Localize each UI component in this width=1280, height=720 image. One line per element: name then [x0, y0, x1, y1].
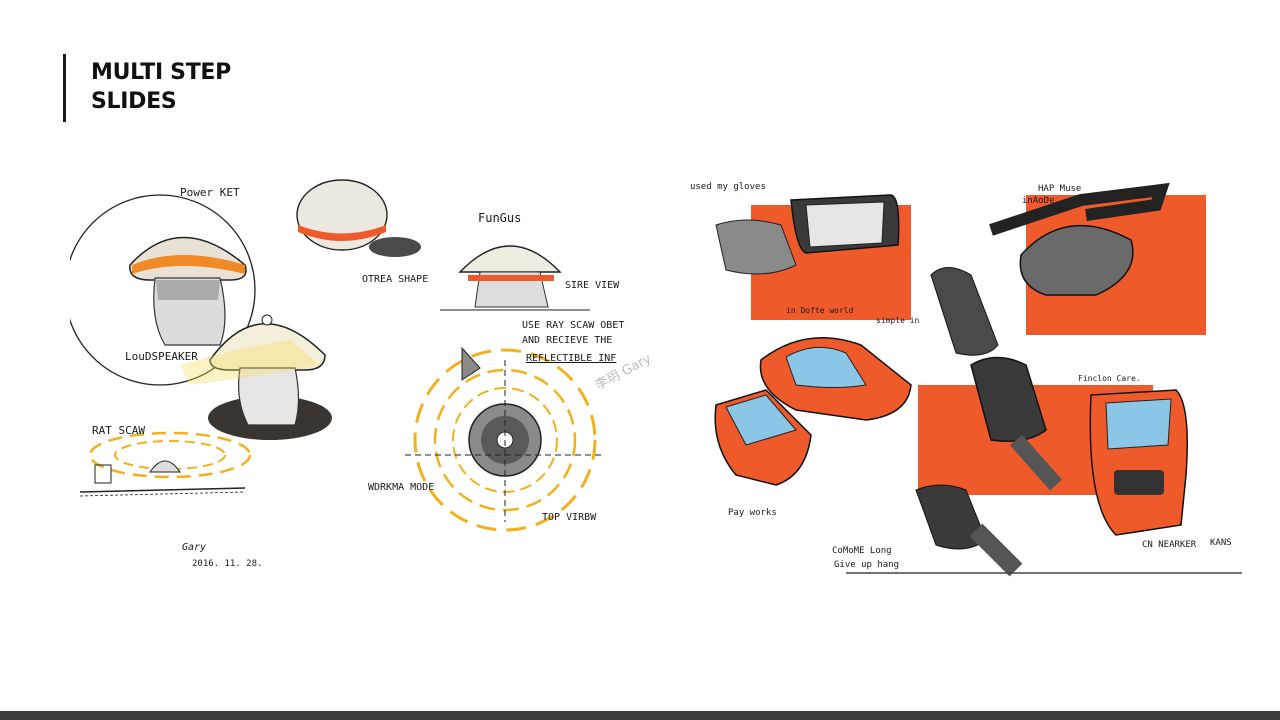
label-function-care: Finclon Care. — [1078, 374, 1141, 383]
slide-title-line-2: SLIDES — [91, 89, 177, 114]
label-kans: KANS — [1210, 538, 1232, 548]
handheld-device-concept-sketch: used my gloves HAP Muse inAoDe. in Dofte… — [686, 145, 1242, 577]
label-power-key: Power KET — [180, 186, 240, 199]
top-view-rings — [405, 346, 605, 532]
device-with-strap-top-right — [989, 182, 1170, 296]
orange-device-right — [1089, 389, 1188, 536]
label-and-receive: AND RECIEVE THE — [522, 335, 612, 346]
label-hap-muse: HAP Muse — [1038, 184, 1081, 194]
label-simple-in: simple in — [876, 316, 920, 325]
title-accent-bar — [63, 54, 66, 122]
speaker-concept-sketch: Power KET FunGus OTREA SHAPE SIRE VIEW U… — [70, 179, 654, 569]
orange-device-small — [714, 389, 812, 486]
slide-title: MULTI STEP SLIDES — [91, 58, 391, 116]
fungus-side-view — [440, 245, 590, 311]
label-top-view: TOP VIRBW — [542, 512, 597, 523]
label-side-view: SIRE VIEW — [565, 280, 620, 291]
slide-title-line-1: MULTI STEP — [91, 60, 231, 85]
label-come-long: CoMoME Long — [832, 546, 892, 556]
label-reflectible: REFLECTIBLE INF — [526, 353, 616, 364]
label-rat-scaw: RAT SCAW — [92, 424, 145, 437]
center-device-vertical — [930, 267, 1062, 491]
bottom-device-handle — [915, 484, 1023, 577]
footer-bar — [0, 711, 1280, 720]
gloved-hand-device — [715, 194, 900, 275]
rat-scaw-scene — [79, 431, 252, 497]
mushroom-speaker-small — [208, 314, 332, 440]
label-used-my-gloves: used my gloves — [690, 182, 766, 192]
otrea-shape-ball — [296, 179, 421, 257]
label-in-dofte-world: in Dofte world — [786, 306, 854, 315]
label-working-mode: WDRKMA MODE — [368, 482, 434, 493]
sketch-signature: Gary — [182, 542, 206, 553]
orange-device-large — [759, 336, 912, 421]
label-give-up-hang: Give up hang — [834, 560, 899, 570]
label-otrea-shape: OTREA SHAPE — [362, 274, 428, 285]
label-use-ray: USE RAY SCAW OBET — [522, 320, 624, 331]
mushroom-speaker-large — [129, 236, 247, 346]
label-fungus: FunGus — [478, 211, 521, 225]
label-loudspeaker: LouDSPEAKER — [125, 350, 198, 363]
label-cn-nearker: CN NEARKER — [1142, 540, 1197, 550]
sketch-outline-circle — [70, 194, 256, 386]
label-pay-works: Pay works — [728, 508, 777, 518]
sketch-date: 2016. 11. 28. — [192, 559, 262, 569]
label-in-aode: inAoDe. — [1022, 196, 1060, 206]
